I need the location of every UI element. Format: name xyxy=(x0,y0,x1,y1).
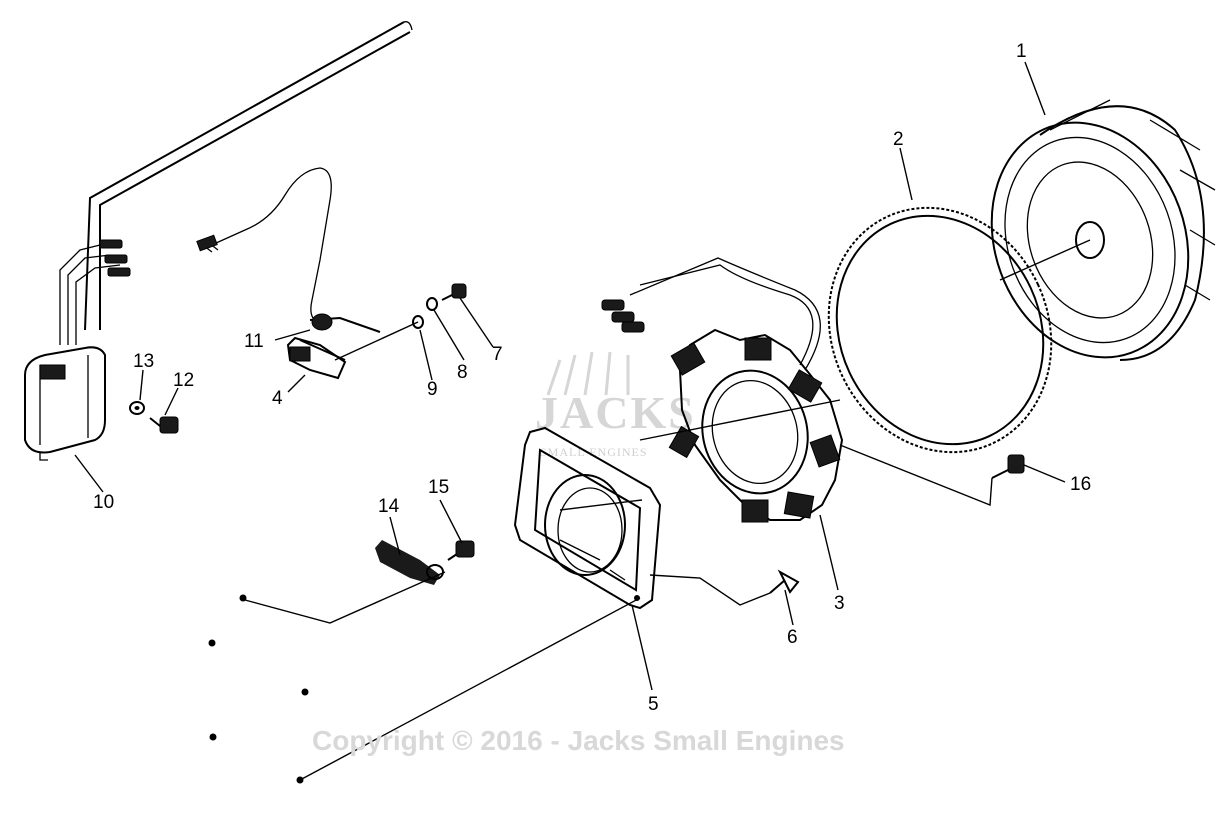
label-part-13: 13 xyxy=(133,351,154,372)
label-part-1: 1 xyxy=(1016,41,1027,62)
screw-part-6 xyxy=(769,569,800,594)
assembly-lines xyxy=(208,239,1091,784)
screw-part-16 xyxy=(991,454,1025,479)
label-part-2: 2 xyxy=(893,129,904,150)
ground-strip-part-14 xyxy=(375,540,444,585)
logo-tagline: SMALL ENGINES xyxy=(540,445,648,459)
condenser-points-part-11-4 xyxy=(196,167,381,380)
jacks-logo-watermark: JACKS SMALL ENGINES xyxy=(535,351,696,459)
label-leaders xyxy=(74,61,1066,691)
screw-part-12 xyxy=(149,416,179,434)
part-number-labels: 1 2 3 4 5 6 7 8 9 10 11 12 13 14 15 16 xyxy=(93,41,1091,715)
mounting-plate-part-5 xyxy=(513,426,662,610)
logo-name: JACKS xyxy=(535,387,696,438)
washer-part-13 xyxy=(129,401,145,415)
label-part-7: 7 xyxy=(492,344,503,365)
screw-part-15 xyxy=(447,540,475,561)
label-part-6: 6 xyxy=(787,627,798,648)
label-part-8: 8 xyxy=(457,362,468,383)
stator-part-3 xyxy=(601,257,844,523)
label-part-3: 3 xyxy=(834,593,845,614)
label-part-4: 4 xyxy=(272,388,283,409)
ignition-coil-part-10 xyxy=(24,21,413,461)
label-part-11: 11 xyxy=(244,331,264,352)
hardware-parts-7-8-9 xyxy=(334,283,467,361)
label-part-15: 15 xyxy=(428,477,449,498)
copyright-watermark: Copyright © 2016 - Jacks Small Engines xyxy=(312,725,845,756)
label-part-9: 9 xyxy=(427,379,438,400)
flywheel-part-1 xyxy=(990,99,1216,361)
label-part-12: 12 xyxy=(173,370,194,391)
label-part-14: 14 xyxy=(378,496,400,517)
ring-gear-part-2 xyxy=(827,206,1053,454)
label-part-10: 10 xyxy=(93,492,114,513)
label-part-5: 5 xyxy=(648,694,659,715)
label-part-16: 16 xyxy=(1070,474,1091,495)
